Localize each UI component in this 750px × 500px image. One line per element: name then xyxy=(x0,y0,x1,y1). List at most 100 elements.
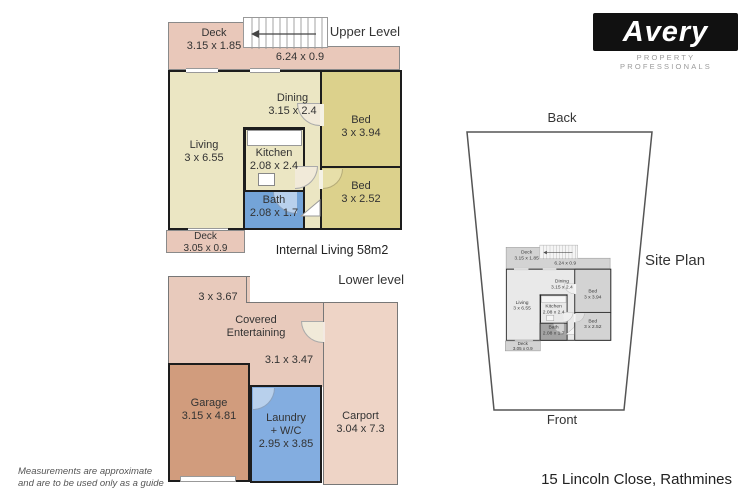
disclaimer-line: Measurements are approximate xyxy=(18,466,153,477)
room-name: Garage xyxy=(190,397,228,409)
room-label-deck-bottom: Deck 3.05 x 0.9 xyxy=(505,341,541,352)
garage xyxy=(168,363,250,482)
room-dim: 3 x 3.94 xyxy=(583,294,602,300)
garage-door xyxy=(180,476,236,482)
room-label-ent-dim-left: 3 x 3.67 xyxy=(178,291,258,304)
room-name: Deck xyxy=(201,27,227,39)
room-label-bed2: Bed 3 x 2.52 xyxy=(320,180,402,206)
site-front-label: Front xyxy=(546,412,578,427)
room-label-deck-bottom: Deck 3.05 x 0.9 xyxy=(166,231,245,255)
room-name: Deck xyxy=(517,341,528,347)
disclaimer-line: and are to be used only as a guide xyxy=(18,478,164,490)
room-name: Laundry xyxy=(266,412,306,424)
room-name: Bed xyxy=(588,318,598,324)
stairs xyxy=(539,244,578,260)
kitchen-top-wall xyxy=(539,294,568,296)
room-dim: 3.15 x 1.85 xyxy=(514,255,539,261)
disclaimer: Measurements are approximate and are to … xyxy=(18,466,164,491)
room-dim: 3.04 x 7.3 xyxy=(336,422,385,435)
window xyxy=(250,67,280,73)
site-plan-mini-floor-plan: Deck 3.15 x 1.85 6.24 x 0.9 Dining 3.15 … xyxy=(505,244,614,354)
room-name: Bath xyxy=(262,194,286,206)
bed2-door-gap xyxy=(573,313,576,323)
room-name: Deck xyxy=(520,249,533,255)
brand-logo: Avery xyxy=(593,13,738,51)
room-name: Deck xyxy=(194,231,217,242)
site-plan-mini-container: Deck 3.15 x 1.85 6.24 x 0.9 Dining 3.15 … xyxy=(505,244,615,354)
room-dim: 6.24 x 0.9 xyxy=(275,51,325,63)
kitchen-counter xyxy=(541,295,567,303)
kitchen-top-wall xyxy=(243,127,305,130)
room-name: Bed xyxy=(351,114,371,126)
room-dim: 2.08 x 2.4 xyxy=(249,159,299,172)
room-name: Kitchen xyxy=(545,303,562,309)
deck-top-strip xyxy=(246,46,400,70)
room-dim: 3.1 x 3.47 xyxy=(264,354,314,366)
room-name: Bath xyxy=(548,324,559,330)
lower-floor-plan: 3 x 3.67 Covered Entertaining 3.1 x 3.47… xyxy=(166,270,411,490)
stairs-treads-icon xyxy=(251,18,323,49)
kitchen-left-wall xyxy=(243,127,246,230)
lower-level-title: Lower level xyxy=(338,272,404,287)
room-label-bath: Bath 2.08 x 1.7 xyxy=(540,325,567,337)
entertaining-notch-line xyxy=(246,276,247,303)
covered-entertaining-left xyxy=(168,276,250,363)
room-dim: 2.08 x 2.4 xyxy=(542,309,565,315)
deck-bottom xyxy=(166,230,245,253)
room-label-garage: Garage 3.15 x 4.81 xyxy=(168,397,250,423)
carport xyxy=(323,302,398,485)
room-dim: 3.05 x 0.9 xyxy=(183,242,228,254)
upper-level-title: Upper Level xyxy=(329,24,400,39)
room-label-bed2: Bed 3 x 2.52 xyxy=(574,318,611,330)
room-label-living: Living 3 x 6.55 xyxy=(168,139,240,165)
stairs-treads-icon xyxy=(543,245,576,260)
kitchen-sink xyxy=(546,315,555,321)
bed1-door-gap xyxy=(318,104,324,126)
room-label-living: Living 3 x 6.55 xyxy=(506,300,538,312)
room-name: Bed xyxy=(351,180,371,192)
hall-door-leaf-icon xyxy=(300,199,321,217)
bedroom-1 xyxy=(574,268,612,314)
deck-top xyxy=(168,22,248,70)
room-label-bath: Bath 2.08 x 1.7 xyxy=(244,194,304,220)
window xyxy=(542,267,557,270)
room-name: Kitchen xyxy=(255,147,293,159)
stairs xyxy=(243,17,328,49)
room-label-ent-dim: 3.1 x 3.47 xyxy=(254,354,324,367)
room-dim: 3 x 6.55 xyxy=(513,305,531,312)
window xyxy=(186,67,218,73)
kitchen-sink xyxy=(258,173,275,186)
room-dim: 3 x 2.52 xyxy=(583,324,602,330)
room-dim: 3 x 3.94 xyxy=(341,126,381,139)
room-name: Living xyxy=(189,139,219,151)
room-label-kitchen: Kitchen 2.08 x 2.4 xyxy=(244,147,304,173)
room-name: Carport xyxy=(342,410,379,422)
site-boundary xyxy=(466,131,653,411)
room-dim: 3 x 3.67 xyxy=(198,291,238,303)
deck-bottom xyxy=(505,340,541,352)
room-name: + W/C xyxy=(270,424,302,437)
bed1-door-gap xyxy=(573,284,576,294)
lower-level-section: 3 x 3.67 Covered Entertaining 3.1 x 3.47… xyxy=(166,270,411,490)
room-label-bed1: Bed 3 x 3.94 xyxy=(320,114,402,140)
room-label-laundry: Laundry + W/C 2.95 x 3.85 xyxy=(250,412,322,451)
hall-door-leaf-icon xyxy=(565,326,575,335)
room-label-deck-top: Deck 3.15 x 1.85 xyxy=(509,249,545,261)
site-back-label: Back xyxy=(547,110,577,125)
room-dim: 2.08 x 1.7 xyxy=(542,330,565,336)
room-name: Living xyxy=(515,299,529,306)
room-dim: 3.15 x 4.81 xyxy=(181,409,237,422)
room-label-deck-strip: 6.24 x 0.9 xyxy=(541,260,591,266)
room-name: Bed xyxy=(588,288,598,294)
room-label-deck-strip: 6.24 x 0.9 xyxy=(245,51,355,64)
upper-floor-plan: Deck 3.15 x 1.85 6.24 x 0.9 Dining 3.15 … xyxy=(166,15,408,260)
site-plan-title: Site Plan xyxy=(645,252,706,269)
property-address: 15 Lincoln Close, Rathmines xyxy=(541,471,732,488)
covered-entertaining-right xyxy=(246,302,324,387)
room-label-entertaining: Covered Entertaining xyxy=(206,314,306,340)
kitchen-right-wall xyxy=(302,127,305,190)
brand-logo-wordmark: Avery xyxy=(622,15,709,48)
brand-tagline: PROPERTY PROFESSIONALS xyxy=(620,53,712,71)
bed2-door-gap xyxy=(318,170,324,189)
room-label-bed1: Bed 3 x 3.94 xyxy=(574,289,611,301)
